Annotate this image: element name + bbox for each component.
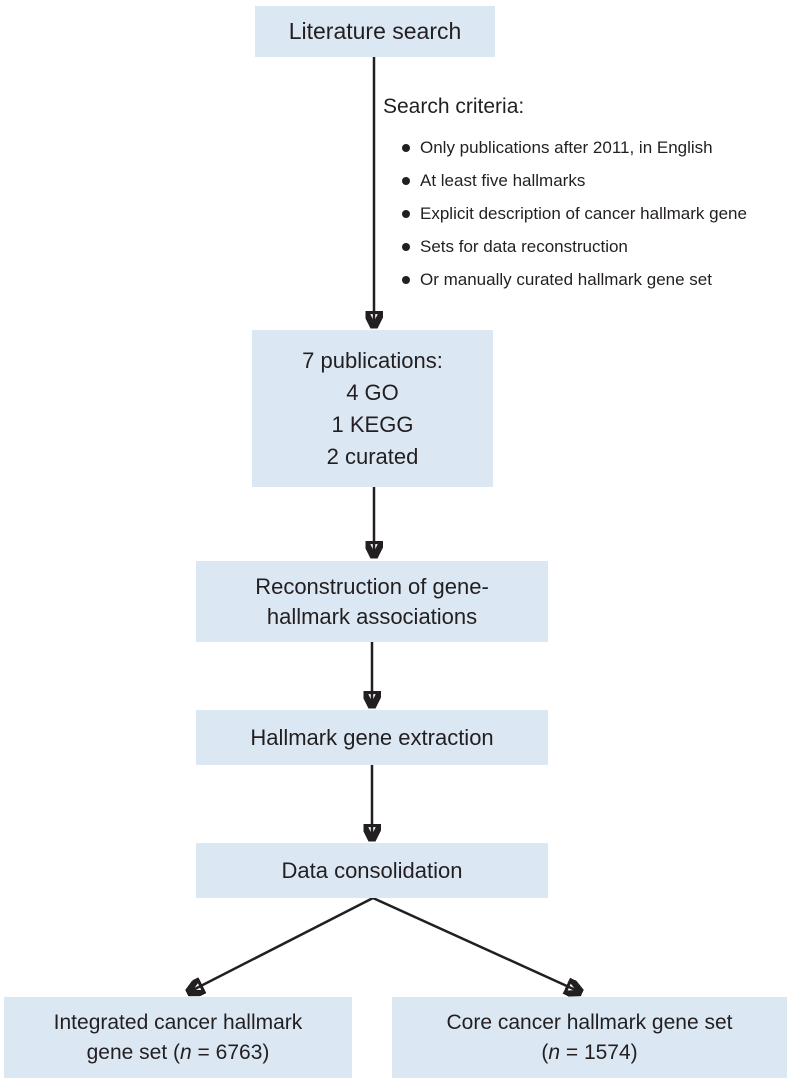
node-integrated-gene-set-line1: Integrated cancer hallmark <box>53 1010 303 1034</box>
node-core-gene-set-line2: (n = 1574) <box>541 1038 637 1068</box>
node-core-gene-set-line1: Core cancer hallmark gene set <box>446 1010 733 1034</box>
node-publications-line: 1 KEGG <box>331 411 414 437</box>
node-core-n: n <box>548 1040 561 1064</box>
node-core-gene-set: Core cancer hallmark gene set (n = 1574) <box>392 997 787 1078</box>
node-publications-line: 2 curated <box>326 443 419 469</box>
node-hallmark-gene-extraction: Hallmark gene extraction <box>196 710 548 765</box>
search-criteria-item: At least five hallmarks <box>402 166 747 199</box>
node-core-line2-pre: ( <box>541 1040 549 1064</box>
node-literature-search: Literature search <box>255 6 495 57</box>
node-reconstruction-line: Reconstruction of gene- <box>255 573 489 599</box>
node-literature-search-label: Literature search <box>288 18 462 45</box>
node-publications-line: 7 publications: <box>302 347 443 373</box>
node-integrated-line2-pre: gene set ( <box>86 1040 181 1064</box>
node-core-line2-post: = 1574) <box>560 1040 638 1064</box>
node-integrated-n: n <box>180 1040 192 1064</box>
node-hallmark-gene-extraction-label: Hallmark gene extraction <box>250 724 494 750</box>
node-reconstruction-line: hallmark associations <box>266 603 478 629</box>
search-criteria-list: Only publications after 2011, in English… <box>402 133 747 298</box>
search-criteria-item: Only publications after 2011, in English <box>402 133 747 166</box>
search-criteria-item: Sets for data reconstruction <box>402 232 747 265</box>
node-reconstruction: Reconstruction of gene- hallmark associa… <box>196 561 548 642</box>
node-integrated-line2-post: = 6763) <box>191 1040 270 1064</box>
search-criteria-heading: Search criteria: <box>383 95 525 118</box>
node-publications: 7 publications: 4 GO 1 KEGG 2 curated <box>252 330 493 487</box>
arrow-consolidation-to-core <box>372 896 580 992</box>
node-data-consolidation-label: Data consolidation <box>281 857 463 883</box>
search-criteria-item: Explicit description of cancer hallmark … <box>402 199 747 232</box>
node-integrated-gene-set-line2: gene set (n = 6763) <box>87 1038 270 1068</box>
node-data-consolidation: Data consolidation <box>196 843 548 898</box>
search-criteria-item: Or manually curated hallmark gene set <box>402 265 747 298</box>
arrow-consolidation-to-integrated <box>189 896 374 992</box>
node-publications-line: 4 GO <box>346 379 399 405</box>
node-integrated-gene-set: Integrated cancer hallmark gene set (n =… <box>4 997 352 1078</box>
